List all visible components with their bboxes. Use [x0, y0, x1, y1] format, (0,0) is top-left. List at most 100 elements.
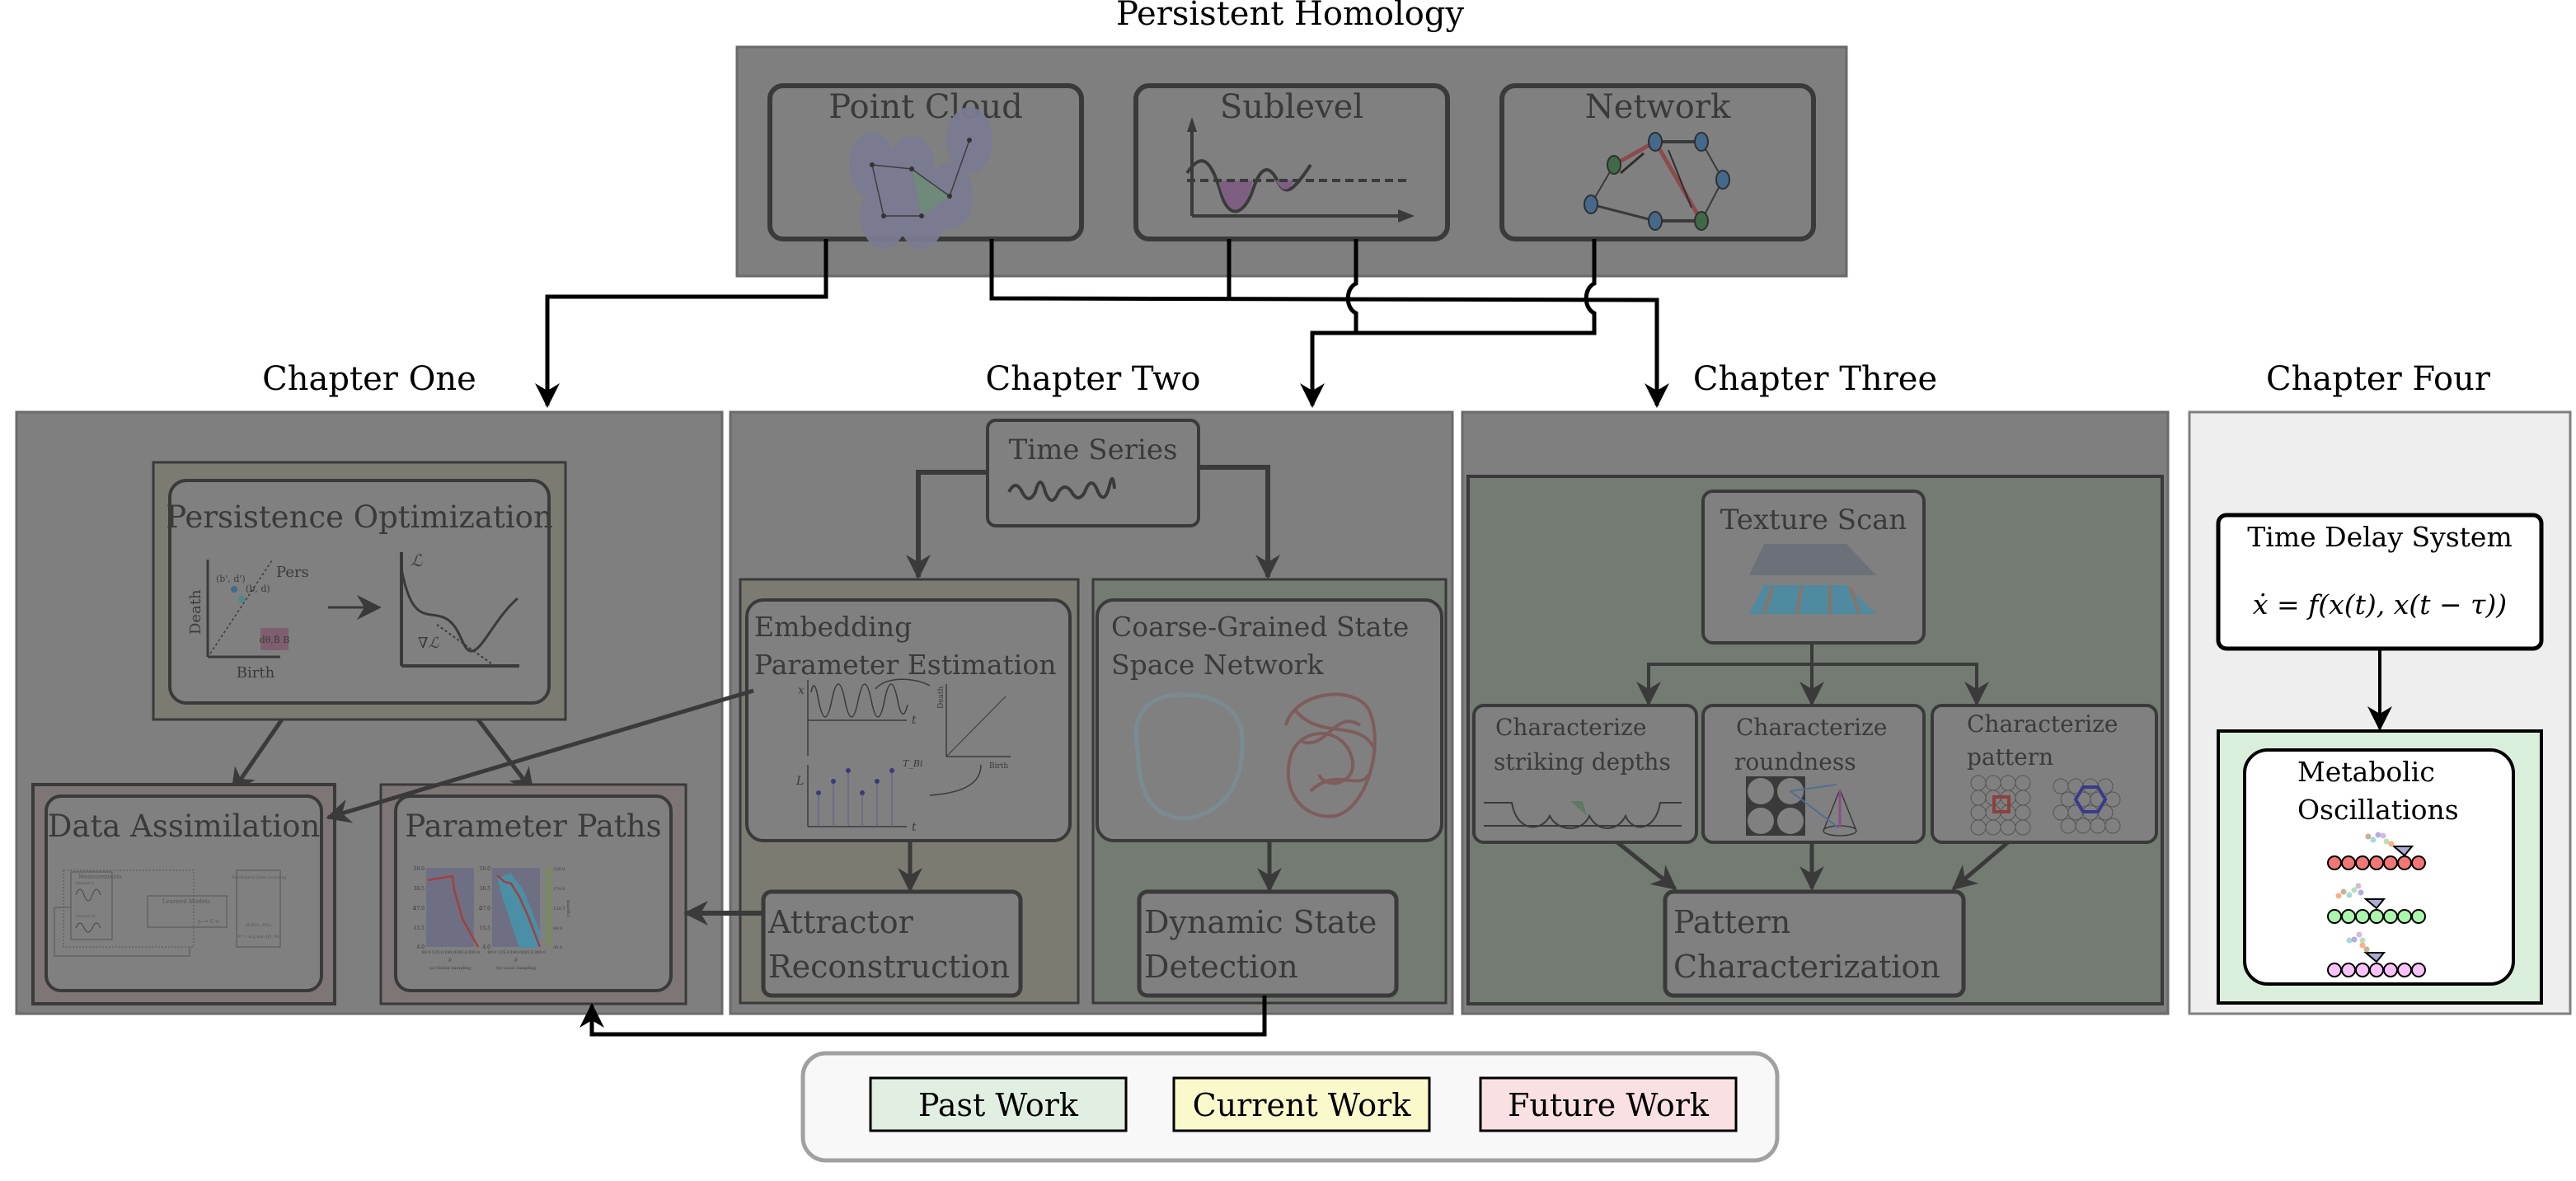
attractor-label-line1: Attractor: [767, 904, 914, 940]
cbar-tick-4: 39.4: [553, 945, 562, 950]
enzyme-chain-icon-red: [2327, 832, 2426, 870]
legend-item-future: Future Work: [1479, 1076, 1738, 1132]
data-assimilation-card[interactable]: Data Assimilation Measurements Sensor 1 …: [45, 794, 323, 992]
x-ticks-right: 80.0 135.0 190.0 245.0 300.0: [487, 950, 546, 955]
embedding-to-data-assimilation-arrow: [326, 688, 754, 823]
tdl-label: Topological Data Learning: [231, 875, 287, 880]
legend-swatch-past: [869, 1076, 1128, 1132]
metabolic-label-line1: Metabolic: [2297, 756, 2435, 788]
persistent-homology-panel: Point Cloud Sublevel: [735, 45, 1848, 278]
persistence-diagram-icon: Death Birth Pers (b', d') (b, d) dθ,B̃ B: [187, 560, 309, 682]
legend-item-current: Current Work: [1172, 1076, 1431, 1132]
point-old-label: (b, d): [246, 583, 270, 594]
tick-y-3: 15.5: [414, 926, 425, 931]
top-connectors: [535, 239, 1669, 408]
chapter-three-title: Chapter Three: [1693, 360, 1937, 398]
cbar-tick-2: 129.7: [553, 907, 565, 912]
tangled-network-icon: [1284, 692, 1377, 818]
striking-depths-card[interactable]: Characterize striking depths: [1472, 704, 1698, 844]
x-label-left: ρ: [448, 957, 452, 963]
network-card[interactable]: Network: [1499, 83, 1816, 241]
sensor-n-label: Sensor N: [76, 914, 96, 919]
attractor-label-line2: Reconstruction: [768, 949, 1010, 985]
legend-swatch-current: [1172, 1076, 1431, 1132]
tick-x-1: 135.0: [498, 950, 509, 955]
enzyme-chain-icon-green: [2327, 883, 2426, 924]
embedding-parameter-estimation-card[interactable]: Embedding Parameter Estimation x t L: [745, 598, 1072, 842]
embedding-figure-labels: x t L t T_Bi Death Birth: [795, 684, 1008, 834]
colorbar-label: max(H₁): [565, 900, 571, 917]
loss-landscape-icon: ℒ ∇ℒ: [400, 551, 519, 668]
cbar-tick-3: 84.6: [553, 926, 562, 931]
chapter-two-panel: Time Series Embedding Parameter Estimati…: [729, 410, 1454, 1015]
data-assimilation-label: Data Assimilation: [48, 808, 321, 844]
data-assimilation-figure: Measurements Sensor 1 Sensor N Learned M…: [54, 869, 287, 957]
parameter-paths-plots: 50.0 38.5 27.0 15.5 4.0 50.0 38.5 27.0 1…: [413, 866, 571, 971]
tick-y-0: 50.0: [480, 866, 491, 872]
attractor-reconstruction-card[interactable]: Attractor Reconstruction: [761, 889, 1023, 998]
birth-label: Birth: [989, 762, 1008, 771]
cgssn-label-line1: Coarse-Grained State: [1111, 611, 1409, 643]
legend: Past Work Current Work Future Work: [800, 1051, 1780, 1163]
pattern-char-line1: Pattern: [1673, 904, 1790, 940]
y-label-left: σ: [413, 906, 416, 912]
legend-label-past: Past Work: [918, 1087, 1079, 1123]
cgssn-card[interactable]: Coarse-Grained State Space Network: [1096, 598, 1443, 842]
chapter-three-panel: Texture Scan Characterize striking depth…: [1461, 410, 2170, 1015]
birth-axis-label: Birth: [237, 664, 275, 682]
t-axis-var-2: t: [912, 821, 917, 834]
parameter-paths-label: Parameter Paths: [405, 808, 661, 844]
point-new-label: (b', d'): [216, 574, 246, 584]
pattern-card[interactable]: Characterize pattern: [1931, 704, 2158, 844]
pattern-label-line2: pattern: [1967, 743, 2053, 771]
legend-swatch-future: [1479, 1076, 1738, 1132]
persistence-optimization-card[interactable]: Persistence Optimization Death Birth Per…: [166, 479, 553, 705]
tick-x-0: 80.0: [487, 950, 496, 955]
x-label-right: ρ: [514, 957, 518, 963]
death-axis-label: Death: [187, 589, 204, 635]
cbar-tick-0: 220.0: [553, 867, 565, 872]
sublevel-card[interactable]: Sublevel: [1133, 83, 1450, 241]
roundness-icon: [1746, 776, 1857, 837]
cgssn-label-line2: Space Network: [1111, 649, 1324, 681]
sensor-1-label: Sensor 1: [76, 881, 94, 886]
striking-label-line1: Characterize: [1495, 714, 1646, 741]
embedding-figure: [807, 678, 1011, 827]
texture-scan-card[interactable]: Texture Scan: [1701, 490, 1926, 644]
chapter-four-title: Chapter Four: [2266, 360, 2491, 398]
time-series-card[interactable]: Time Series: [986, 419, 1200, 527]
y-label-right: σ: [479, 906, 482, 912]
pattern-characterization-card[interactable]: Pattern Characterization: [1663, 889, 1966, 998]
striking-label-line2: striking depths: [1494, 748, 1671, 776]
y-ticks-left: 50.0 38.5 27.0 15.5 4.0: [414, 866, 425, 950]
time-series-wave-icon: [1007, 477, 1116, 502]
heatmap-surface-icon: [1749, 585, 1876, 614]
time-delay-system-card[interactable]: Time Delay System ẋ = f(x(t), x(t − τ)): [2216, 513, 2544, 651]
tick-x-4: 300.0: [468, 950, 480, 955]
metabolic-oscillations-card[interactable]: Metabolic Oscillations: [2243, 748, 2515, 986]
tick-y-2: 27.0: [480, 906, 491, 912]
colorbar-ticks: 220.0 174.9 129.7 84.6 39.4: [553, 867, 565, 950]
dynamic-state-detection-card[interactable]: Dynamic State Detection: [1137, 889, 1399, 998]
persistence-optimization-label: Persistence Optimization: [166, 499, 553, 535]
tick-y-1: 38.5: [414, 886, 425, 892]
tick-y-2: 27.0: [414, 906, 425, 912]
tds-equation: ẋ = f(x(t), x(t − τ)): [2253, 588, 2507, 621]
parameter-paths-card[interactable]: Parameter Paths 50.0 38.5 27.0 15.5 4.0 …: [394, 794, 673, 992]
pattern-label-line1: Characterize: [1967, 710, 2118, 738]
chapter-two-title: Chapter Two: [986, 360, 1201, 398]
point-cloud-card[interactable]: Point Cloud: [767, 83, 1084, 249]
tick-y-4: 4.0: [416, 944, 425, 950]
chapter-one-title: Chapter One: [262, 360, 476, 398]
pers-label: Pers: [276, 564, 309, 581]
ring-network-icon: [1133, 692, 1245, 820]
roundness-card[interactable]: Characterize roundness: [1701, 704, 1926, 844]
argmin-label: δ* = arg min J(δ, W): [237, 934, 279, 940]
pattern-char-line2: Characterization: [1673, 949, 1940, 985]
chapter-one-panel: Persistence Optimization Death Birth Per…: [15, 410, 724, 1015]
cbar-tick-1: 174.9: [553, 887, 565, 892]
caption-local: (b) Local Sampling: [496, 965, 537, 971]
learned-models-label: Learned Models: [162, 898, 210, 905]
tick-x-0: 80.0: [421, 950, 430, 955]
surface-scan-icon: [1749, 544, 1876, 575]
